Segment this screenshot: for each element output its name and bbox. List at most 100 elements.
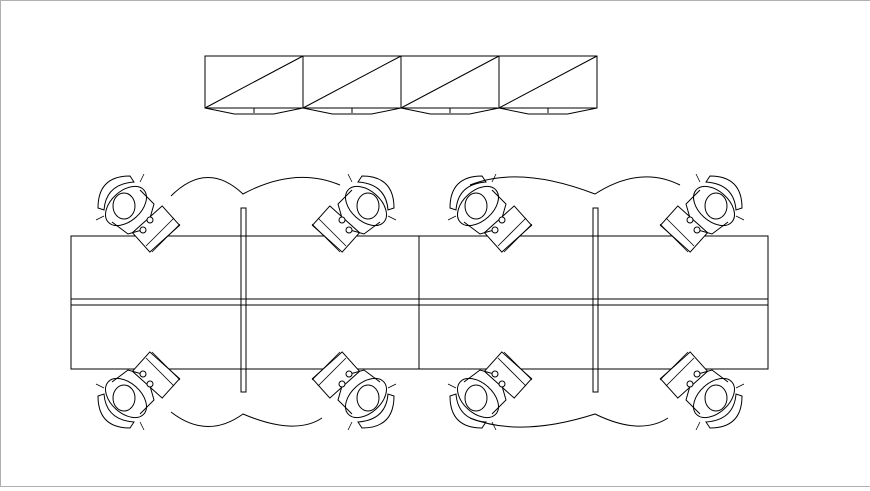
seat-symbol [95,351,181,431]
person-head [112,384,136,412]
chair-seat-seam [145,217,175,247]
person-hand [686,216,694,224]
person-arm [139,189,155,219]
partition-left [240,207,247,393]
person-hand [693,226,701,234]
person-hand [686,380,694,388]
person-arm [349,221,381,235]
chair-seat-seam [151,351,181,381]
person-hand [491,226,499,234]
chair-arm [347,421,353,431]
person-hand [498,216,506,224]
workstation-cluster [70,176,769,428]
person-hand [139,370,147,378]
person-arm [139,385,155,415]
chair-arm [447,383,457,389]
workstation-seat [95,173,181,253]
chair-arm [735,215,745,221]
person-head [464,192,488,220]
chair-back [705,393,743,429]
chair-seat-seam [151,223,181,253]
privacy-screen-top [170,176,681,197]
workstation-seat [659,351,745,431]
chair-seat-seam [503,223,533,253]
person-hand [491,370,499,378]
seat-group [95,173,745,431]
person-arm [491,189,507,219]
chair-seat-seam [659,351,689,381]
chair-back [449,393,487,429]
person-arm [463,221,495,235]
cabinet-base [302,107,402,115]
chair-arm [95,383,105,389]
chair-seat-seam [503,351,533,381]
person-hand [693,370,701,378]
chair-seat-seam [145,357,175,387]
chair-arm [95,215,105,221]
person-arm [685,385,701,415]
chair-seat-seam [497,357,527,387]
person-head [704,384,728,412]
person-arm [111,369,143,383]
person-head [356,384,380,412]
storage-cabinet [302,55,402,115]
chair-seat-seam [311,223,341,253]
person-arm [349,369,381,383]
storage-cabinet [400,55,500,115]
chair-arm [347,173,353,183]
cabinet-door-swing [204,55,304,109]
workstation-seat [447,351,533,431]
workstation-seat [447,173,533,253]
chair-arm [139,421,145,431]
chair-seat-seam [665,217,695,247]
seat-symbol [311,351,397,431]
person-hand [498,380,506,388]
seat-symbol [95,173,181,253]
chair-back [357,393,395,429]
cabinet-door-swing [400,55,500,109]
workstation-seat [311,173,397,253]
chair-back [449,175,487,211]
storage-cabinet-row [204,55,598,115]
person-head [112,192,136,220]
partition-right [592,207,599,393]
person-hand [345,370,353,378]
person-hand [146,380,154,388]
storage-cabinet [204,55,304,115]
person-head [704,192,728,220]
person-arm [685,189,701,219]
storage-cabinet [498,55,598,115]
seat-symbol [311,173,397,253]
chair-arm [735,383,745,389]
seat-symbol [659,351,745,431]
cabinet-base [400,107,500,115]
cabinet-base [204,107,304,115]
workstation-seat [95,351,181,431]
chair-back [97,175,135,211]
person-hand [338,380,346,388]
chair-seat-seam [311,351,341,381]
seat-symbol [659,173,745,253]
workstation-seat [311,351,397,431]
chair-arm [695,421,701,431]
person-arm [697,221,729,235]
person-arm [697,369,729,383]
person-hand [345,226,353,234]
chair-arm [139,173,145,183]
chair-seat-seam [317,217,347,247]
chair-back [357,175,395,211]
chair-seat-seam [659,223,689,253]
workstation-seat [659,173,745,253]
chair-seat-seam [317,357,347,387]
cabinet-door-swing [498,55,598,109]
chair-arm [491,421,497,431]
cabinet-base [498,107,598,115]
person-arm [491,385,507,415]
person-arm [337,189,353,219]
person-hand [338,216,346,224]
person-head [356,192,380,220]
person-head [464,384,488,412]
person-arm [337,385,353,415]
